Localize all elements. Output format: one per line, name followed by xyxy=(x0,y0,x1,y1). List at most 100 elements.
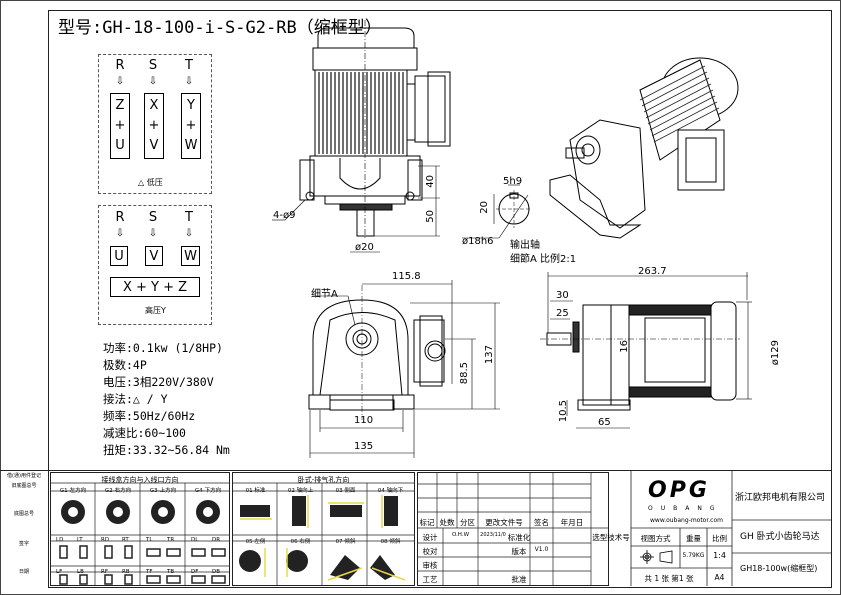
terminal-s: S xyxy=(148,210,158,225)
weight-value: 5.79KG xyxy=(682,552,705,559)
header: 07 倾斜 xyxy=(335,539,356,545)
terminal-box-u: U xyxy=(110,246,128,266)
dim-shaft-tol: ø18h6 xyxy=(462,236,494,247)
drawing-title: 型号:GH-18-100-i-S-G2-RB（缩框型） xyxy=(58,18,382,38)
terminal-r: R xyxy=(115,58,125,73)
label: + xyxy=(114,118,126,133)
rev-cell: V1.0 xyxy=(534,546,549,553)
label: + xyxy=(185,118,197,133)
bottom-divider xyxy=(0,470,832,471)
strip-label: 签字 xyxy=(18,541,29,547)
arrow-down-icon: ⇩ xyxy=(184,76,194,87)
delta-caption: △ 低压 xyxy=(138,178,163,187)
label: Z xyxy=(115,98,125,113)
strip-label: 旧底图总号 xyxy=(11,483,37,489)
code: TR xyxy=(167,537,175,543)
rev-header: 年月日 xyxy=(560,518,584,527)
dim-shaft-dia: ø20 xyxy=(355,242,374,253)
arrow-down-icon: ⇩ xyxy=(148,228,158,239)
terminal-box-zu: Z + U xyxy=(110,93,130,159)
drawing-frame xyxy=(48,10,832,588)
header: 05 左侧 xyxy=(245,539,266,545)
star-caption: 高压Y xyxy=(145,306,166,315)
dim-110: 110 xyxy=(354,415,374,426)
label: Y xyxy=(187,98,195,113)
terminal-s: S xyxy=(148,58,158,73)
spec-torque: 扭矩:33.32~56.84 Nm xyxy=(103,443,230,457)
view-method-label: 视图方式 xyxy=(640,534,671,543)
dim-65: 65 xyxy=(598,417,611,428)
label: V xyxy=(149,138,159,153)
code: LT xyxy=(77,537,83,543)
logo-subtitle: OUBANG xyxy=(648,505,723,512)
rev-header: 签名 xyxy=(534,518,549,527)
dim-30: 30 xyxy=(556,290,569,301)
strip-label: 日期 xyxy=(18,569,29,575)
dim-263-7: 263.7 xyxy=(638,266,667,277)
company-name: 浙江欧邦电机有限公司 xyxy=(735,493,826,503)
code: DR xyxy=(212,537,221,543)
isometric-view xyxy=(549,57,739,239)
dim-115-8: 115.8 xyxy=(392,271,421,282)
rev-header: 更改文件号 xyxy=(485,518,523,527)
rev-cell: 标准化 xyxy=(507,533,531,542)
rev-cell: 批准 xyxy=(511,575,527,584)
side-view xyxy=(540,272,752,429)
rev-cell: 审核 xyxy=(422,561,438,570)
rev-cell: 工艺 xyxy=(422,575,438,584)
opg-logo: OPG xyxy=(648,478,710,503)
top-view-motor xyxy=(272,20,451,253)
arrow-down-icon: ⇩ xyxy=(148,76,158,87)
detail-shaft-section xyxy=(462,184,532,239)
spec-voltage: 电压:3相220V/380V xyxy=(103,375,214,389)
product-name: GH 卧式小齿轮马达 xyxy=(740,532,820,542)
terminal-t: T xyxy=(185,210,193,225)
projection-symbol-icon xyxy=(640,550,673,564)
spec-connection: 接法:△ / Y xyxy=(103,392,168,406)
rev-cell: O.H.W xyxy=(451,532,470,538)
header: 08 倾斜 xyxy=(380,539,401,545)
rev-cell: 校对 xyxy=(422,547,438,556)
spec-power: 功率:0.1kw (1/8HP) xyxy=(103,341,223,355)
wiring-high-panel xyxy=(98,205,212,325)
code: LD xyxy=(56,537,64,543)
label: X xyxy=(149,98,159,113)
detail-a-callout: 细节A xyxy=(311,289,338,300)
detail-label-scale: 细節A 比例2:1 xyxy=(510,254,577,265)
tech-no-label: 选型技术号 xyxy=(592,533,630,542)
detail-label-output-shaft: 输出轴 xyxy=(510,240,540,251)
wiring-low-panel xyxy=(98,54,212,194)
header: 06 右侧 xyxy=(290,539,311,545)
terminal-box-xv: X + V xyxy=(144,93,164,159)
spec-frequency: 频率:50Hz/60Hz xyxy=(103,409,196,423)
code: TL xyxy=(146,537,153,543)
terminal-box-yw: Y + W xyxy=(181,93,201,159)
left-strip: 借(通)用件登记 旧底图总号 底图总号 签字 日期 xyxy=(0,470,49,586)
label: + xyxy=(148,118,160,133)
strip-label: 借(通)用件登记 xyxy=(7,473,41,479)
dim-holes: 4-ø9 xyxy=(273,210,296,221)
code: DL xyxy=(191,537,199,543)
dim-key-width: 5h9 xyxy=(503,176,523,187)
dim-135: 135 xyxy=(354,441,374,452)
website-link[interactable]: www.oubang-motor.com xyxy=(650,517,723,524)
table-title: 卧式-排气孔方向 xyxy=(297,476,350,484)
rev-cell: 版本 xyxy=(511,547,527,556)
rev-header: 处数 xyxy=(439,518,455,527)
table-title: 接线盒方向与入线口方向 xyxy=(101,476,179,484)
arrow-down-icon: ⇩ xyxy=(115,228,125,239)
terminal-box-xyz: X + Y + Z xyxy=(110,277,200,297)
terminal-box-w: W xyxy=(181,246,200,266)
arrow-down-icon: ⇩ xyxy=(184,228,194,239)
arrow-down-icon: ⇩ xyxy=(115,76,125,87)
terminal-t: T xyxy=(185,58,193,73)
terminal-box-v: V xyxy=(145,246,163,266)
front-view xyxy=(308,280,500,458)
rev-header: 分区 xyxy=(460,518,475,527)
rev-cell: 设计 xyxy=(422,533,438,542)
model-name: GH18-100w(缩框型) xyxy=(740,564,818,573)
